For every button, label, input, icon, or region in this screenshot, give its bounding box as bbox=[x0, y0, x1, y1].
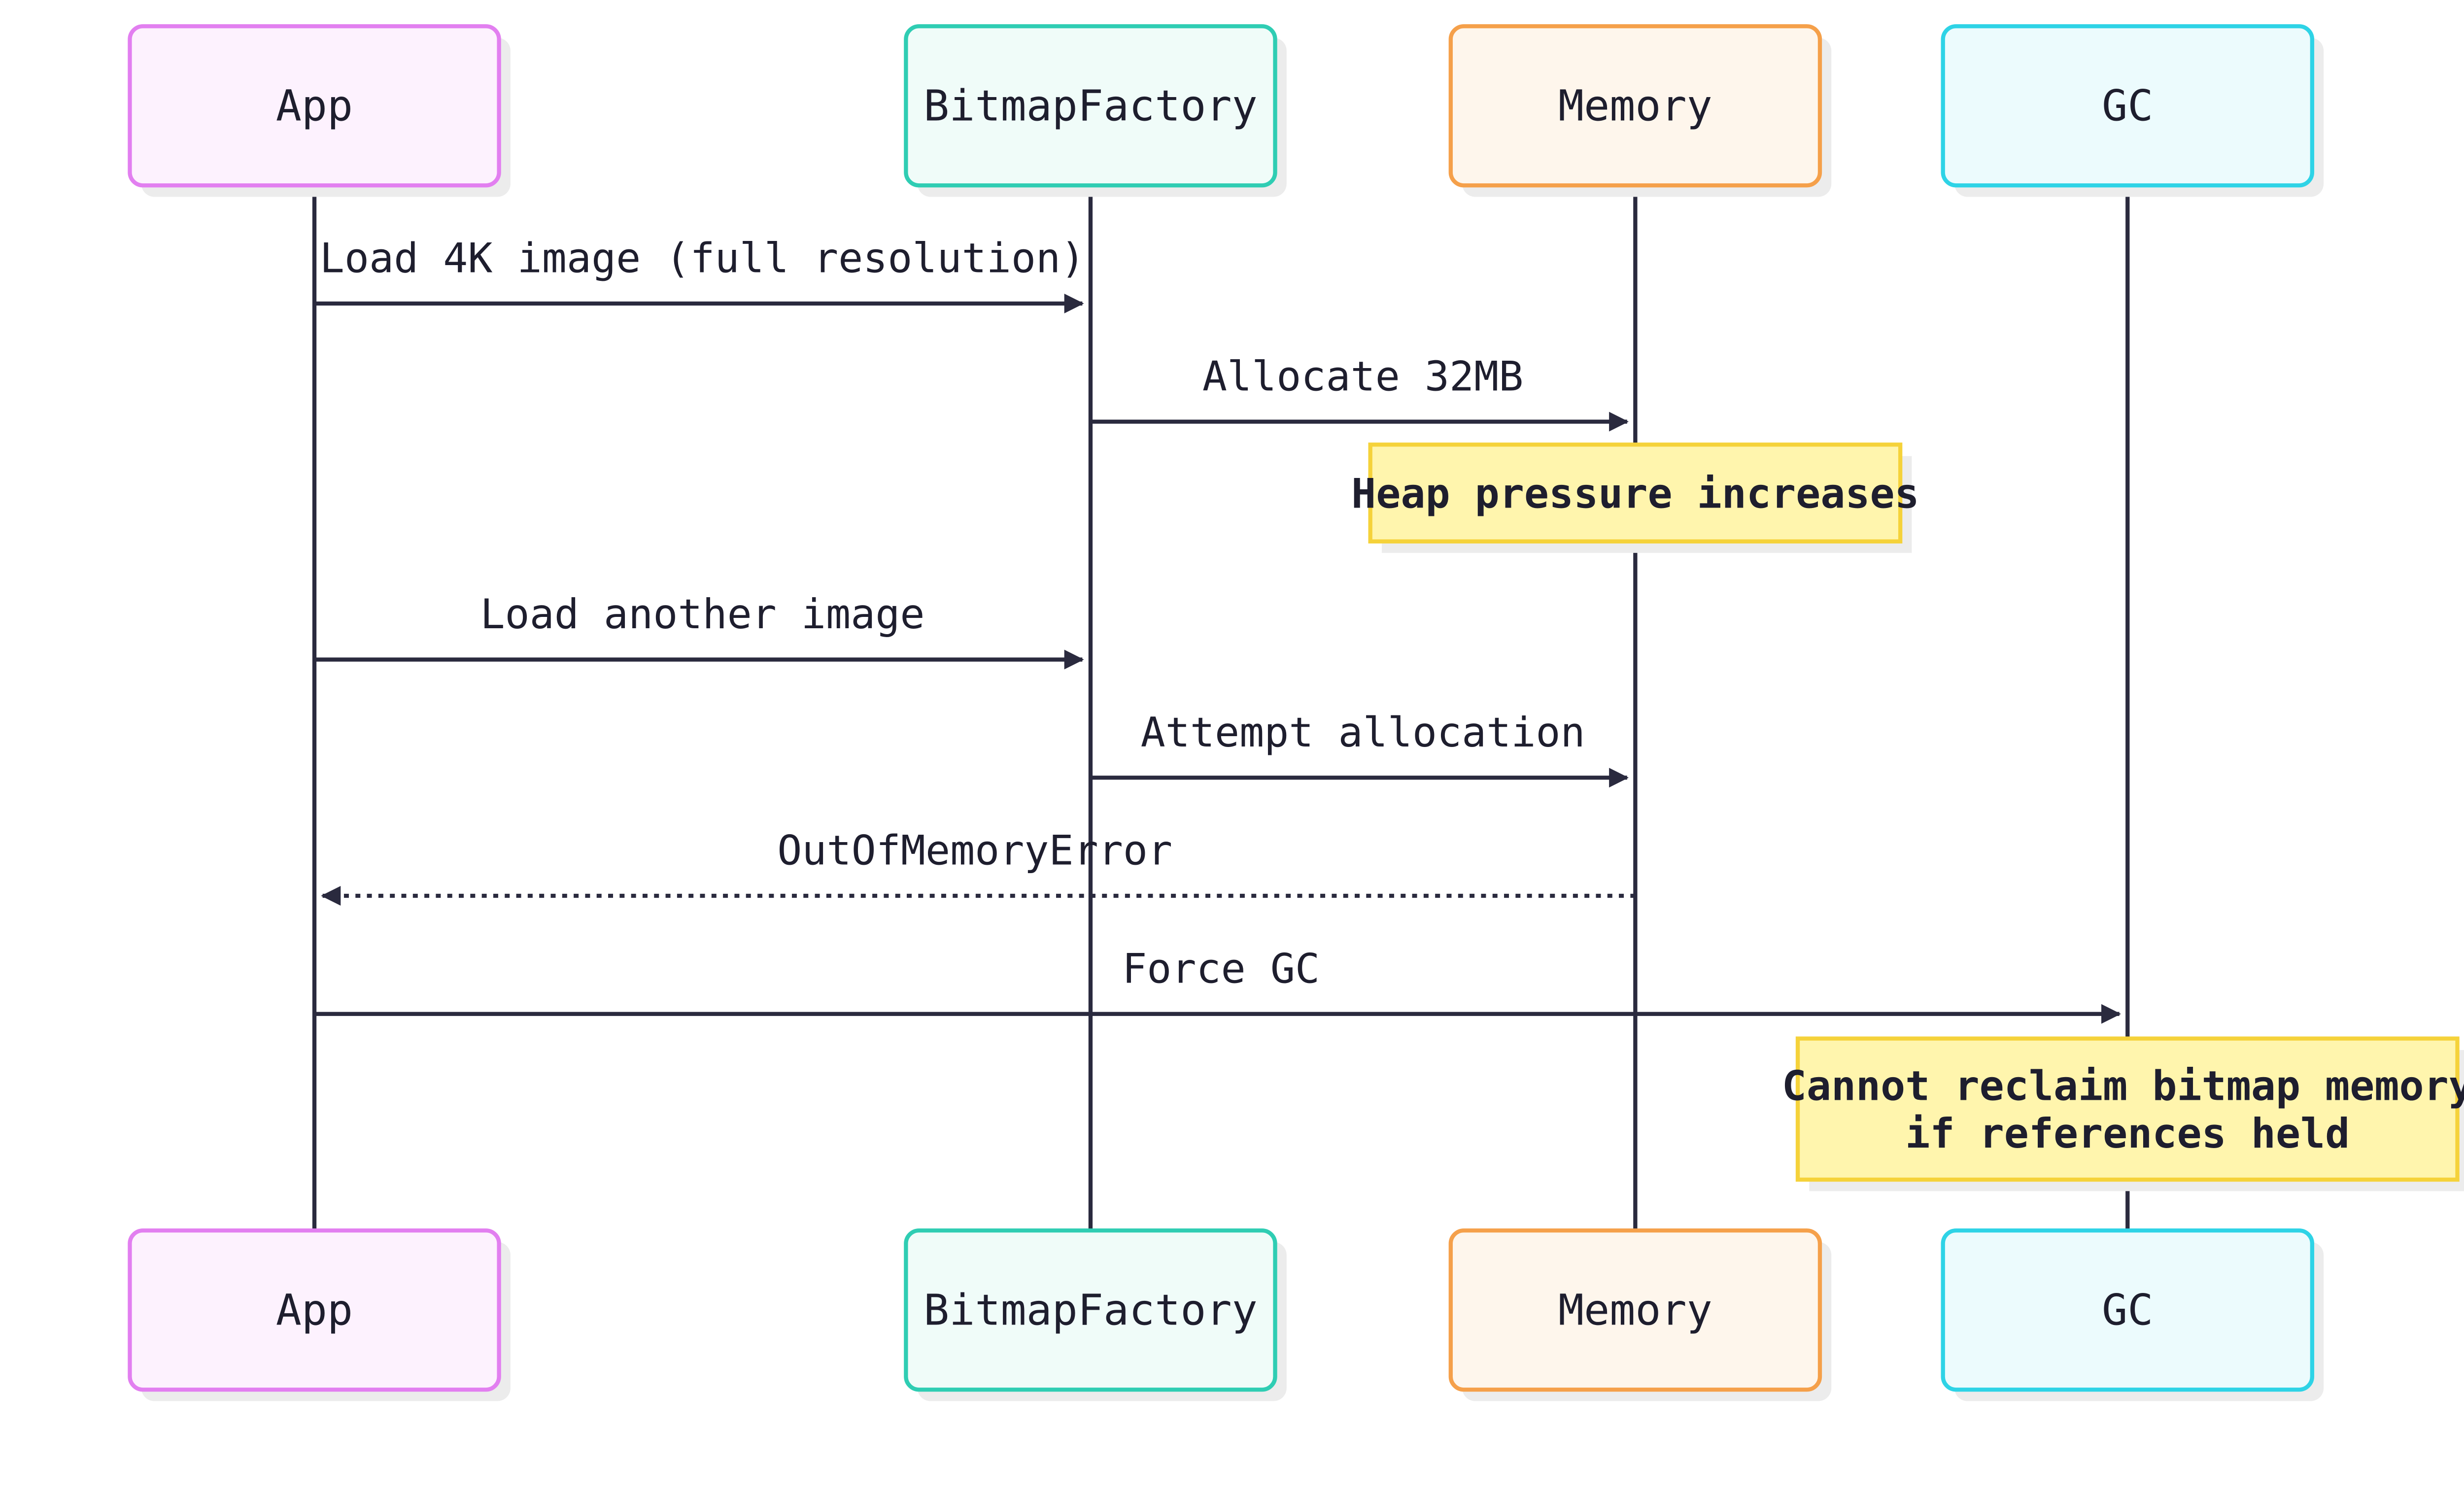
message-factory-to-memory: Attempt allocation bbox=[1090, 709, 1629, 788]
message-label: Load 4K image (full resolution) bbox=[320, 235, 1085, 282]
participant-box bbox=[1941, 24, 2315, 188]
participant-label: BitmapFactory bbox=[924, 82, 1258, 131]
participant-label: GC bbox=[2102, 82, 2153, 131]
participant-app-bottom: App bbox=[128, 1228, 511, 1401]
participant-box bbox=[1448, 24, 1822, 188]
note-box bbox=[1368, 442, 1903, 543]
message-app-to-gc: Force GC bbox=[314, 945, 2121, 1024]
participant-gc-bottom: GC bbox=[1941, 1228, 2324, 1401]
message-app-to-factory: Load another image bbox=[314, 590, 1084, 670]
message-app-to-factory: Load 4K image (full resolution) bbox=[314, 235, 1085, 313]
participant-box bbox=[904, 1228, 1277, 1392]
participant-label: App bbox=[276, 1286, 353, 1335]
message-factory-to-memory: Allocate 32MB bbox=[1090, 352, 1629, 432]
participant-memory-top: Memory bbox=[1448, 24, 1832, 197]
participant-app-top: App bbox=[128, 24, 511, 197]
note-text: Cannot reclaim bitmap memory bbox=[1782, 1062, 2464, 1110]
note-box bbox=[1795, 1036, 2460, 1182]
note-text: Heap pressure increases bbox=[1351, 470, 1919, 518]
participant-factory-top: BitmapFactory bbox=[904, 24, 1287, 197]
message-label: Attempt allocation bbox=[1141, 709, 1585, 756]
participant-box bbox=[1941, 1228, 2315, 1392]
participant-box bbox=[1448, 1228, 1822, 1392]
note-text: if references held bbox=[1905, 1110, 2350, 1157]
participant-memory-bottom: Memory bbox=[1448, 1228, 1832, 1401]
participant-label: App bbox=[276, 82, 353, 131]
participant-label: GC bbox=[2102, 1286, 2153, 1335]
message-label: Allocate 32MB bbox=[1202, 352, 1523, 400]
participant-box bbox=[904, 24, 1277, 188]
participant-box bbox=[128, 24, 501, 188]
message-memory-to-app: OutOfMemoryError bbox=[321, 827, 1636, 906]
participant-box bbox=[128, 1228, 501, 1392]
message-label: Force GC bbox=[1122, 945, 1320, 992]
participant-gc-top: GC bbox=[1941, 24, 2324, 197]
message-label: OutOfMemoryError bbox=[777, 827, 1172, 875]
message-label: Load another image bbox=[480, 590, 924, 638]
participant-label: Memory bbox=[1558, 1286, 1712, 1335]
participant-label: BitmapFactory bbox=[924, 1286, 1258, 1335]
note-memory: Heap pressure increases bbox=[1351, 442, 1919, 553]
participant-factory-bottom: BitmapFactory bbox=[904, 1228, 1287, 1401]
participant-label: Memory bbox=[1558, 82, 1712, 131]
